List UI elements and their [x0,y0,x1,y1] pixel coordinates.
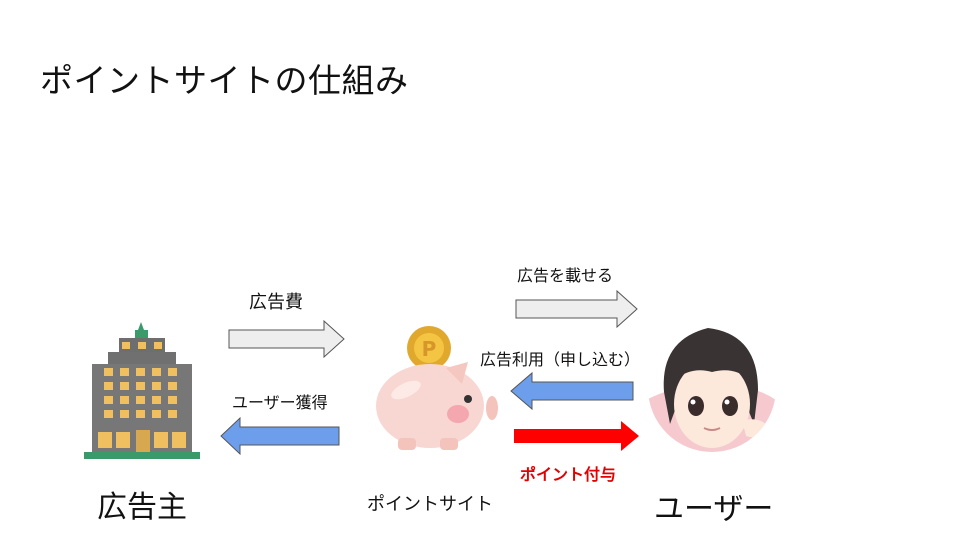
point-grant-label: ポイント付与 [520,465,617,484]
user-acquisition-label: ユーザー獲得 [232,393,328,412]
point-grant-arrow [514,421,639,451]
svg-text:P: P [422,337,437,361]
ad-fee-label: 広告費 [249,292,303,313]
post-ad-arrow [515,289,638,329]
advertiser-label: 広告主 [97,490,187,525]
user-acquisition-arrow [220,416,340,456]
office-building-icon [84,322,200,459]
girl-avatar-icon [648,324,776,452]
point-site-label: ポイントサイト [367,494,493,515]
ad-fee-arrow [228,319,345,359]
piggy-bank-coin-icon: P [376,326,498,450]
page-title: ポイントサイトの仕組み [40,61,409,100]
post-ad-label: 広告を載せる [517,266,614,285]
user-label: ユーザー [654,492,774,527]
ad-use-arrow [510,371,634,411]
ad-use-label: 広告利用（申し込む） [480,350,641,369]
